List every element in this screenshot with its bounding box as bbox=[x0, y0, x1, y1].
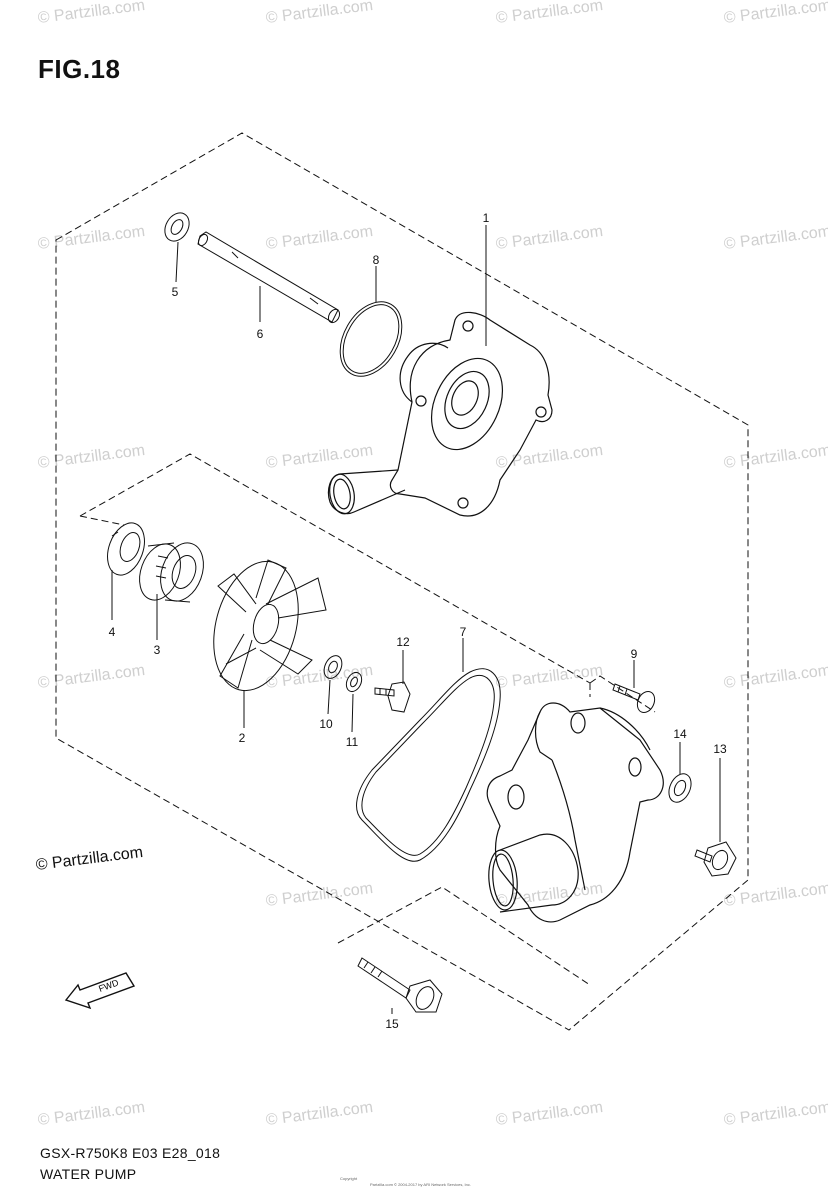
part-4-oil-seal bbox=[107, 522, 145, 576]
subassembly-boundary bbox=[337, 886, 591, 986]
callout-4: 4 bbox=[109, 625, 116, 639]
subassembly-boundary bbox=[79, 453, 591, 684]
callout-7: 7 bbox=[460, 625, 467, 639]
part-10-washer bbox=[323, 655, 343, 679]
part-6-shaft bbox=[197, 231, 341, 324]
callout-8: 8 bbox=[373, 253, 380, 267]
part-7-gasket bbox=[356, 668, 501, 862]
model-code: GSX-R750K8 E03 E28_018 bbox=[40, 1145, 221, 1161]
callout-9: 9 bbox=[631, 647, 638, 661]
part-5-washer bbox=[164, 212, 190, 242]
part-14-washer bbox=[668, 773, 692, 803]
part-1-pump-body bbox=[327, 311, 553, 517]
callout-3: 3 bbox=[154, 643, 161, 657]
part-2-impeller bbox=[213, 559, 327, 692]
callout-13: 13 bbox=[713, 742, 727, 756]
fwd-arrow-icon bbox=[64, 972, 136, 1010]
callout-12: 12 bbox=[396, 635, 410, 649]
part-11-washer bbox=[345, 671, 363, 693]
fine-print: Copyright bbox=[340, 1176, 358, 1181]
subassembly-boundary bbox=[79, 515, 125, 526]
callout-15: 15 bbox=[385, 1017, 399, 1031]
callout-6: 6 bbox=[257, 327, 264, 341]
assembly-boundary bbox=[55, 132, 749, 1031]
part-3-mechanical-seal bbox=[139, 542, 204, 603]
callout-14: 14 bbox=[673, 727, 687, 741]
callout-2: 2 bbox=[239, 731, 246, 745]
callout-5: 5 bbox=[172, 285, 179, 299]
assembly-name: WATER PUMP bbox=[40, 1166, 137, 1182]
part-12-bolt bbox=[374, 681, 411, 713]
callout-10: 10 bbox=[319, 717, 333, 731]
fwd-label: FWD bbox=[97, 977, 120, 994]
part-15-bolt bbox=[357, 957, 443, 1013]
fine-print: Partzilla.com © 2004-2017 by ARI Network… bbox=[370, 1182, 471, 1187]
figure-title: FIG.18 bbox=[38, 54, 121, 84]
part-1-pump-cover bbox=[486, 702, 664, 923]
part-8-o-ring bbox=[339, 301, 403, 377]
part-9-screw bbox=[612, 683, 656, 714]
part-13-bolt bbox=[694, 841, 737, 877]
callout-1: 1 bbox=[483, 211, 490, 225]
callout-11: 11 bbox=[346, 735, 359, 749]
